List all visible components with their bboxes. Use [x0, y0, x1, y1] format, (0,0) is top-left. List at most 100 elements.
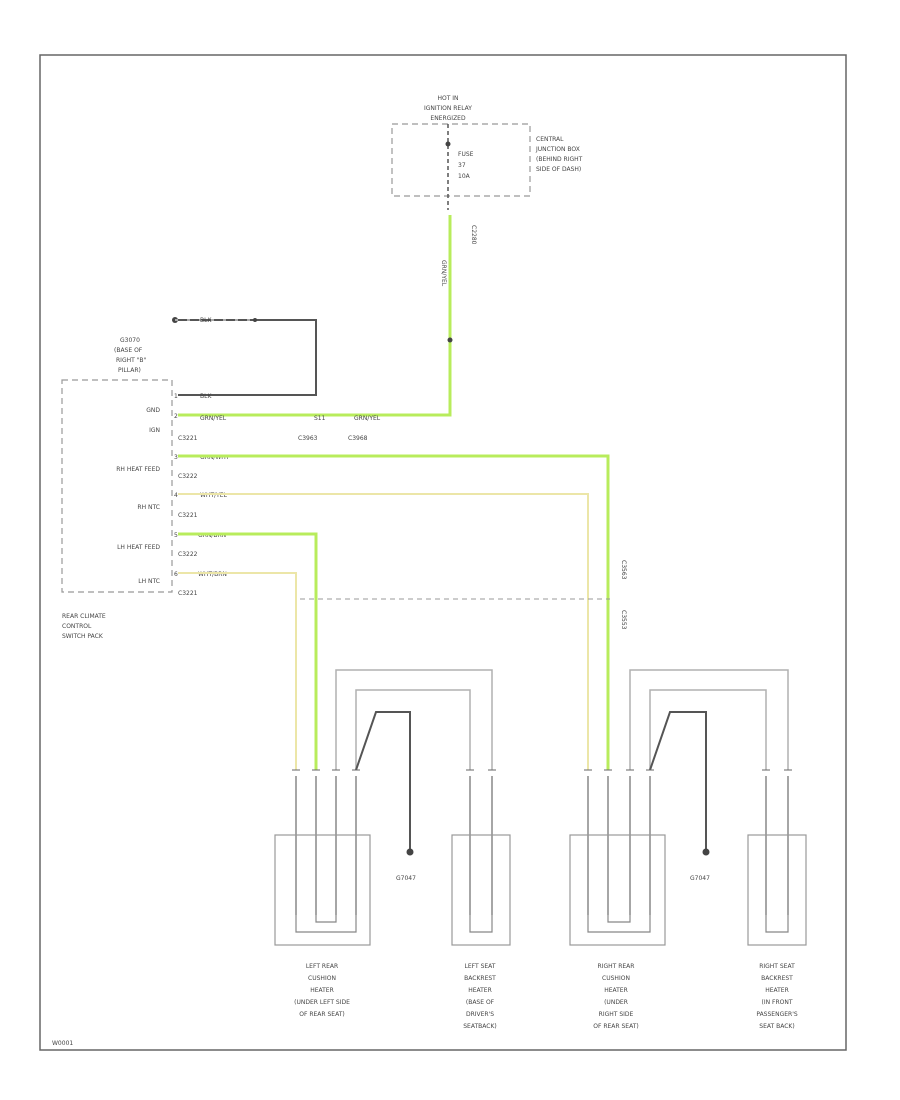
pin-num-4: 4 [174, 492, 178, 499]
power-feed-wire [178, 215, 452, 417]
splice-s1-label: S11 [314, 415, 326, 422]
heater-leads [295, 776, 789, 915]
heater-elements [295, 915, 789, 933]
rh-heat-feed-wire [178, 454, 610, 770]
lh-backrest-loop-outer [335, 669, 493, 770]
ign-wire-label-2: GRN/YEL [354, 415, 381, 422]
rh-backrest-loop-inner [649, 689, 767, 770]
ground-top-wire-label: BLK [200, 317, 212, 324]
svg-text:HEATER: HEATER [468, 987, 492, 994]
heater-label-rh-backrest: RIGHT SEAT BACKREST HEATER (IN FRONT PAS… [756, 963, 797, 1030]
footer-code: W0001 [52, 1040, 73, 1047]
pin-num-1: 1 [174, 393, 178, 400]
lh-backrest-loop-inner [355, 689, 471, 770]
svg-text:SEATBACK): SEATBACK) [463, 1023, 496, 1030]
diagram-frame [39, 54, 847, 1051]
heater-label-rh-cushion: RIGHT REAR CUSHION HEATER (UNDER RIGHT S… [593, 963, 638, 1030]
heater-box-rh-backrest [747, 834, 807, 946]
svg-text:HEATER: HEATER [310, 987, 334, 994]
svg-text:LEFT SEAT: LEFT SEAT [465, 963, 496, 970]
heater-box-lh-backrest [451, 834, 511, 946]
splice-c1-label: C3963 [298, 435, 318, 442]
fuse-label-3: 10A [458, 173, 471, 180]
heater-box-lh-cushion [274, 834, 371, 946]
svg-text:PASSENGER'S: PASSENGER'S [756, 1011, 797, 1018]
rh-ground-dot [702, 848, 710, 856]
heater-box-rh-cushion [569, 834, 666, 946]
heater-label-lh-backrest: LEFT SEAT BACKREST HEATER (BASE OF DRIVE… [463, 963, 496, 1030]
pin-conn-4: C3221 [178, 512, 198, 519]
pin-label-rh-ntc: RH NTC [137, 504, 160, 511]
svg-text:RIGHT REAR: RIGHT REAR [598, 963, 635, 970]
rh-ground-label: G7047 [690, 875, 710, 882]
junction-label-1: CENTRAL [536, 136, 564, 143]
lh-ntc-wire [178, 572, 297, 770]
ground-top-label-4: PILLAR) [118, 367, 141, 374]
svg-text:LEFT REAR: LEFT REAR [306, 963, 338, 970]
hot-label-2: IGNITION RELAY [424, 105, 472, 112]
svg-text:RIGHT SEAT: RIGHT SEAT [759, 963, 795, 970]
svg-text:(UNDER LEFT SIDE: (UNDER LEFT SIDE [294, 999, 350, 1006]
ground-top-dot-2 [253, 318, 257, 322]
ground-top-label-1: G3070 [120, 337, 140, 344]
lh-ground-dot [406, 848, 414, 856]
pin-conn-5: C3222 [178, 551, 198, 558]
heater-label-lh-cushion: LEFT REAR CUSHION HEATER (UNDER LEFT SID… [294, 963, 350, 1018]
svg-text:RIGHT SIDE: RIGHT SIDE [599, 1011, 634, 1018]
module-name-3: SWITCH PACK [62, 633, 104, 640]
junction-label-3: (BEHIND RIGHT [536, 156, 583, 163]
svg-text:OF REAR SEAT): OF REAR SEAT) [299, 1011, 344, 1018]
fuse-top-dot [445, 141, 451, 147]
svg-text:BACKREST: BACKREST [464, 975, 496, 982]
svg-text:(IN FRONT: (IN FRONT [761, 999, 792, 1006]
pin-label-gnd: GND [146, 407, 160, 414]
pin-num-6: 6 [174, 571, 178, 578]
lh-heat-feed-wire [178, 532, 318, 770]
svg-text:CUSHION: CUSHION [308, 975, 336, 982]
ground-top-label-2: (BASE OF [114, 347, 143, 354]
fuse-label-1: FUSE [458, 151, 474, 158]
pin-label-rh-heat: RH HEAT FEED [116, 466, 160, 473]
wire-label-rh-ntc: WHT/YEL [200, 492, 228, 499]
power-splice-dot [447, 337, 453, 343]
lh-ground-label: G7047 [396, 875, 416, 882]
hot-label-3: ENERGIZED [430, 115, 466, 122]
svg-text:HEATER: HEATER [765, 987, 789, 994]
lh-ground-wire [355, 711, 411, 850]
hot-label-1: HOT IN [437, 95, 458, 102]
rh-backrest-loop-outer [629, 669, 789, 770]
pin-num-3: 3 [174, 454, 178, 461]
pin-label-ign: IGN [149, 427, 160, 434]
pin-conn-3: C3222 [178, 473, 198, 480]
power-connector-label: C2280 [470, 225, 477, 245]
pin-num-2: 2 [174, 413, 178, 420]
pin-label-lh-heat: LH HEAT FEED [117, 544, 160, 551]
fuse-label-2: 37 [458, 162, 466, 169]
rh-connector-label-2: C3553 [620, 610, 627, 630]
wire-label-ign: GRN/YEL [200, 415, 227, 422]
splice-c2-label: C3968 [348, 435, 368, 442]
svg-text:SEAT BACK): SEAT BACK) [759, 1023, 794, 1030]
svg-text:(BASE OF: (BASE OF [466, 999, 495, 1006]
junction-label-4: SIDE OF DASH) [536, 166, 581, 173]
ground-top-wire [175, 319, 317, 396]
wire-label-gnd: BLK [200, 393, 212, 400]
rh-ground-wire [649, 711, 707, 850]
svg-text:HEATER: HEATER [604, 987, 628, 994]
module-outline [61, 379, 173, 593]
power-wire-label: GRN/YEL [440, 260, 447, 287]
wire-label-lh-ntc: WHT/BRN [198, 571, 227, 578]
junction-box-outline [391, 123, 531, 197]
junction-label-2: JUNCTION BOX [535, 146, 580, 153]
pin-conn-2: C3221 [178, 435, 198, 442]
svg-text:DRIVER'S: DRIVER'S [466, 1011, 494, 1018]
rh-connector-label-1: C3563 [620, 560, 627, 580]
svg-text:(UNDER: (UNDER [604, 999, 628, 1006]
pin-label-lh-ntc: LH NTC [138, 578, 160, 585]
pin-conn-6: C3221 [178, 590, 198, 597]
pin-num-5: 5 [174, 532, 178, 539]
rh-ntc-wire [178, 493, 589, 770]
ground-top-label-3: RIGHT "B" [116, 357, 147, 364]
svg-text:OF REAR SEAT): OF REAR SEAT) [593, 1023, 638, 1030]
